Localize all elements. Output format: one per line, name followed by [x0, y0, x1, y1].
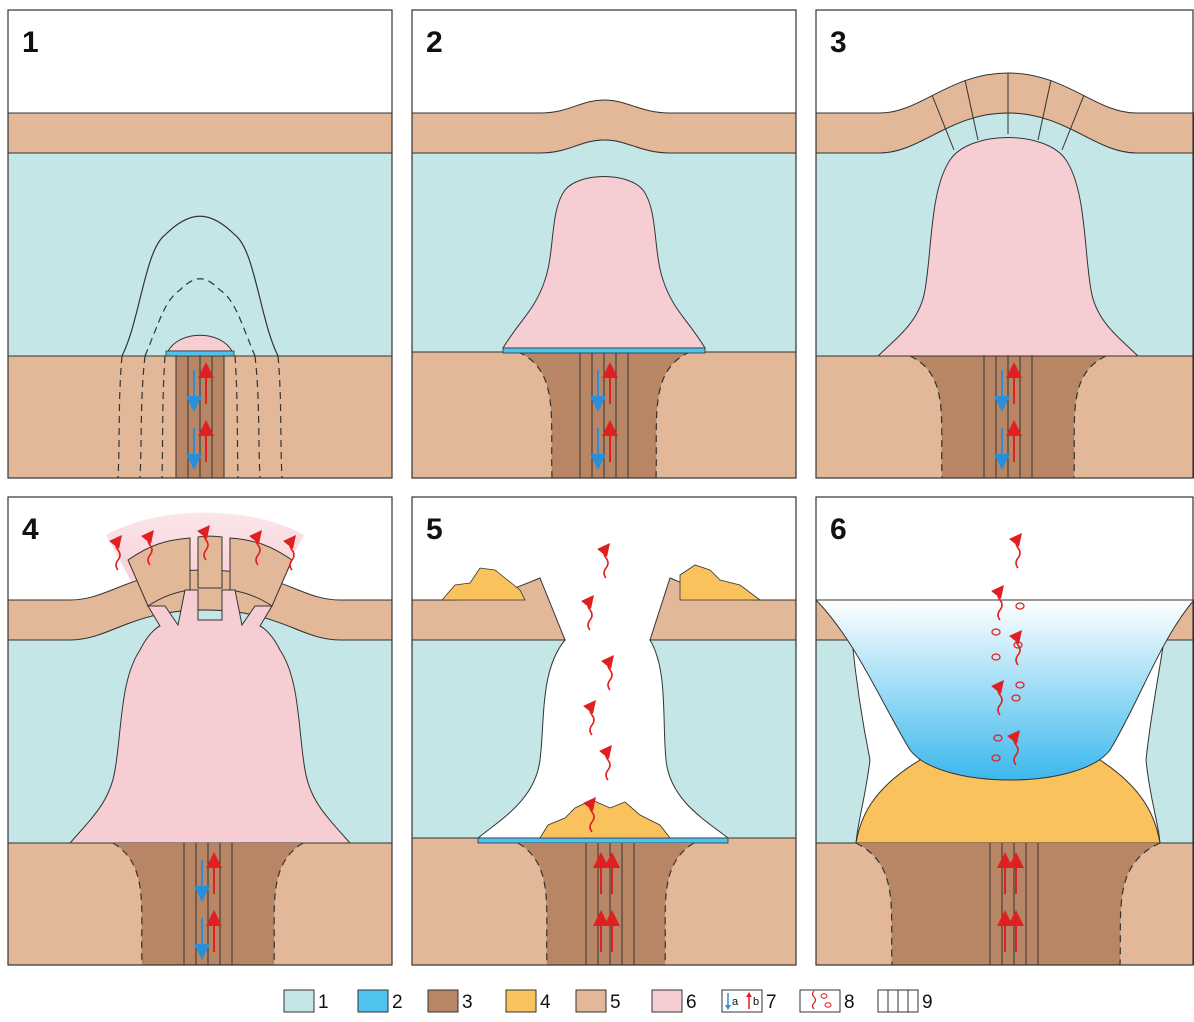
legend-label-5: 5	[610, 992, 621, 1013]
legend-label-3: 3	[462, 992, 473, 1013]
legend-swatch-5	[576, 990, 606, 1012]
legend: 1 2 3 4 5 6 a b 7 8	[284, 990, 933, 1013]
legend-label-9: 9	[922, 992, 933, 1013]
panel-1: 1	[8, 10, 392, 478]
panel-6-number: 6	[830, 513, 847, 546]
legend-swatch-4	[506, 990, 536, 1012]
panel-3: 3	[816, 10, 1194, 478]
legend-swatch-3	[428, 990, 458, 1012]
legend-swatch-2	[358, 990, 388, 1012]
panel-4-number: 4	[22, 513, 39, 546]
panel-2: 2	[412, 10, 796, 478]
legend-7-a: a	[732, 996, 739, 1008]
fracture-lines-icon	[878, 990, 918, 1012]
legend-label-7: 7	[766, 992, 777, 1013]
legend-swatch-6	[652, 990, 682, 1012]
panel-4: 4	[8, 497, 392, 965]
gas-bubbles-icon	[800, 990, 840, 1012]
panel-3-number: 3	[830, 26, 847, 59]
panel-1-number: 1	[22, 26, 39, 59]
legend-label-1: 1	[318, 992, 329, 1013]
flow-arrows-icon: a b	[722, 990, 762, 1012]
panel-5-number: 5	[426, 513, 443, 546]
panel-2-number: 2	[426, 26, 443, 59]
legend-swatch-1	[284, 990, 314, 1012]
legend-7-b: b	[753, 996, 759, 1008]
panel-6: 6	[816, 497, 1194, 965]
legend-label-2: 2	[392, 992, 403, 1013]
legend-label-4: 4	[540, 992, 551, 1013]
legend-label-8: 8	[844, 992, 855, 1013]
legend-label-6: 6	[686, 992, 697, 1013]
panel-5: 5	[412, 497, 796, 965]
